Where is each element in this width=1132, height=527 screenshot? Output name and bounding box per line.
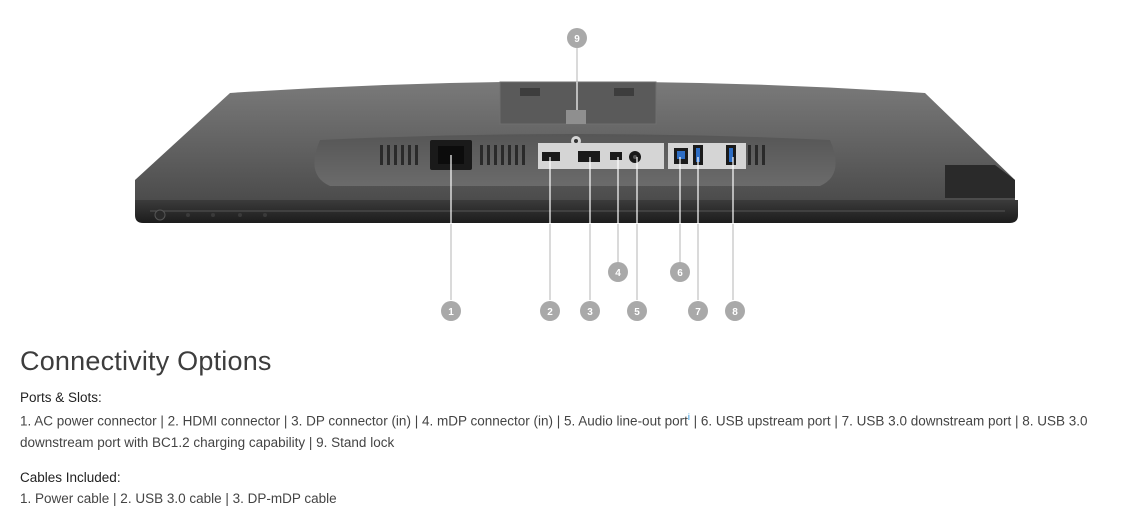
callout-badge-1: 1 [441,301,461,321]
usb-charging-downstream-port [726,145,736,165]
info-icon[interactable]: i [687,412,690,422]
mdp-connector [610,152,622,160]
svg-text:3: 3 [587,307,593,318]
svg-text:8: 8 [732,307,738,318]
callout-badge-7: 7 [688,301,708,321]
callout-badge-3: 3 [580,301,600,321]
monitor-connectivity-diagram: 1 2 3 4 5 6 7 8 9 [135,28,1018,321]
svg-text:6: 6 [677,268,683,279]
ports-list-text-continued: | 6. USB upstream port | 7. USB 3.0 down… [20,413,1088,450]
callout-badge-8: 8 [725,301,745,321]
usb-upstream-port [674,148,688,164]
callout-badge-2: 2 [540,301,560,321]
callout-badge-9: 9 [567,28,587,48]
callout-badge-4: 4 [608,262,628,282]
cables-heading: Cables Included: [20,470,121,485]
usb-downstream-port [693,145,703,165]
section-title: Connectivity Options [20,346,272,376]
cables-list: 1. Power cable | 2. USB 3.0 cable | 3. D… [20,491,337,506]
io-panel [538,143,746,169]
dp-connector [578,151,600,162]
audio-line-out-port [629,151,641,163]
callout-badge-6: 6 [670,262,690,282]
hdmi-connector [542,152,560,161]
svg-text:2: 2 [547,307,553,318]
svg-text:5: 5 [634,307,640,318]
ports-list-text: 1. AC power connector | 2. HDMI connecto… [20,413,688,429]
front-buttons [154,209,267,221]
ports-list: 1. AC power connector | 2. HDMI connecto… [20,407,1120,453]
svg-text:4: 4 [615,268,621,279]
callout-badge-5: 5 [627,301,647,321]
svg-text:9: 9 [574,34,580,45]
vent-grille-left [380,145,525,165]
vent-grille-right [748,145,765,165]
callout-leader-lines-shadow [450,48,734,300]
stand-lock-icon [571,136,581,146]
ports-heading: Ports & Slots: [20,390,102,405]
svg-text:1: 1 [448,307,454,318]
svg-text:7: 7 [695,307,701,318]
